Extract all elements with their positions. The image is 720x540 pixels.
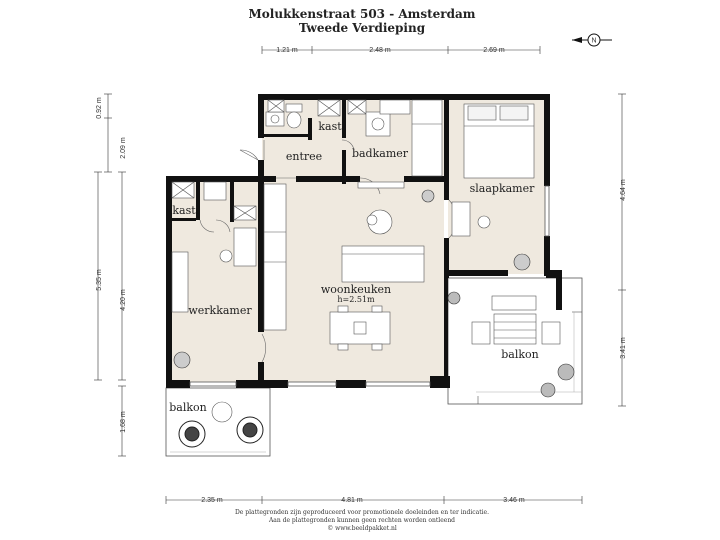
room-label-werkkamer: werkkamer [188, 304, 252, 317]
room-label-balkon-right: balkon [501, 348, 539, 361]
floor-areas [170, 98, 548, 384]
room-label-entree: entree [286, 150, 322, 163]
dining-table-icon [329, 305, 391, 351]
dim-top-3: 2.69 m [483, 47, 505, 54]
room-label-woonkeuken-height: h=2.51m [337, 295, 375, 304]
footer-line-2: Aan de plattegronden kunnen geen rechten… [268, 517, 455, 524]
dim-left-4: 4.20 m [120, 289, 127, 311]
footer-line-3: © www.beeldpakket.nl [327, 525, 397, 532]
balcony-table-icon [471, 295, 561, 345]
toilet-icon [285, 103, 303, 129]
desk-slaapkamer-icon [451, 201, 491, 237]
sofa-woonkeuken-icon [341, 245, 425, 283]
balcony-left-table-icon [211, 401, 233, 423]
sink-small-icon [265, 111, 285, 127]
meter-box-icon [267, 99, 285, 113]
plants-balcony-icon [447, 291, 575, 398]
shower-icon [411, 99, 443, 177]
right-dimensions [618, 93, 626, 407]
top-dimensions [261, 46, 541, 54]
ac-unit-left-icon [178, 420, 206, 448]
kitchen-hood-icon [357, 181, 405, 189]
compass-label: N [591, 38, 596, 45]
dim-bottom-3: 3.46 m [503, 497, 525, 504]
kast-entree-box-icon [317, 99, 341, 117]
compass-icon: N [572, 33, 612, 47]
desk-werkkamer-icon [219, 227, 257, 267]
plant-woonkeuken-icon [421, 189, 435, 203]
dim-left-3: 5.35 m [96, 269, 103, 291]
footer-line-1: De plattegronden zijn geproduceerd voor … [235, 509, 489, 516]
left-dimensions [94, 93, 126, 457]
dim-left-2: 2.09 m [120, 137, 127, 159]
round-table-icon [366, 209, 393, 235]
plan-subtitle: Tweede Verdieping [299, 21, 426, 35]
bathroom-sink-icon [347, 99, 391, 137]
room-label-woonkeuken: woonkeuken [321, 283, 391, 296]
washing-machine-icon [379, 99, 411, 115]
dim-left-1: 0.92 m [96, 97, 103, 119]
walls [166, 94, 562, 388]
ac-unit-right-icon [236, 416, 264, 444]
room-label-kast-entree: kast [318, 120, 342, 133]
bed-icon [463, 103, 535, 179]
kitchen-counter-icon [263, 183, 287, 331]
dim-bottom-1: 2.35 m [201, 497, 223, 504]
plan-title: Molukkenstraat 503 - Amsterdam [249, 7, 476, 21]
plant-slaapkamer-icon [513, 253, 531, 271]
bottom-dimensions [165, 496, 583, 504]
sofa-werkkamer-icon [171, 251, 189, 313]
windows [189, 185, 550, 387]
dim-bottom-2: 4.81 m [341, 497, 363, 504]
plant-werkkamer-icon [173, 351, 191, 369]
room-label-kast-werk: kast [172, 204, 196, 217]
room-label-balkon-left: balkon [169, 401, 207, 414]
dim-left-5: 1.68 m [120, 411, 127, 433]
kast-werk-box-icon [171, 181, 257, 221]
dim-right-2: 3.41 m [620, 337, 627, 359]
room-label-slaapkamer: slaapkamer [470, 182, 535, 195]
room-label-badkamer: badkamer [352, 147, 409, 160]
dim-right-1: 4.64 m [620, 179, 627, 201]
dim-top-2: 2.48 m [369, 47, 391, 54]
dim-top-1: 1.21 m [276, 47, 298, 54]
